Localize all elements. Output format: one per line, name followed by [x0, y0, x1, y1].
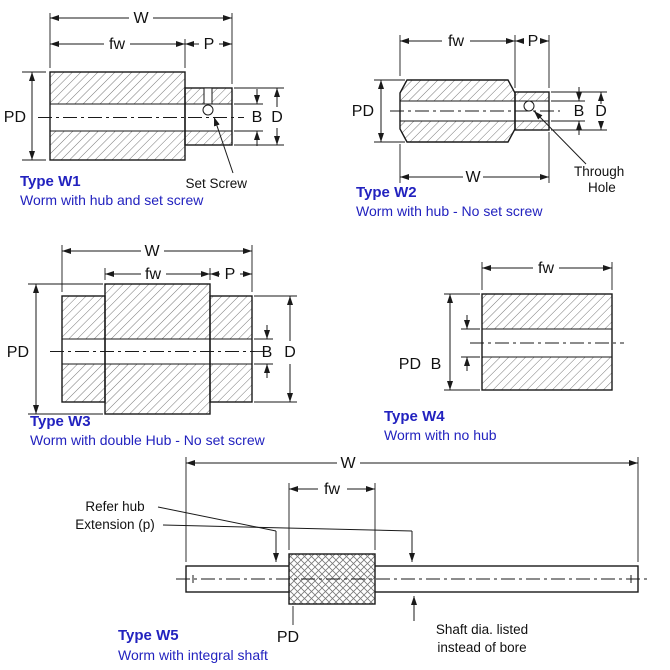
w3-label-w: W [144, 243, 160, 260]
figure-w5: W fw Refer hub Extension (p) PD Shaft di… [75, 455, 648, 663]
w5-center-marks [192, 575, 632, 583]
w2-label-pd: PD [352, 103, 374, 120]
w2-through-hole-label-1: Through [574, 164, 624, 179]
w1-dimension-lines [29, 15, 280, 160]
w3-label-b: B [262, 344, 273, 361]
w5-label-fw: fw [324, 481, 340, 498]
w2-through-hole-label-2: Hole [588, 180, 616, 195]
w2-through-hole [523, 100, 535, 112]
w1-label-p: P [204, 36, 215, 53]
w5-refer-leader-right [162, 524, 413, 532]
w2-through-hole-leader [533, 110, 587, 165]
w3-bore-edges [62, 338, 252, 365]
w4-label-b: B [431, 356, 442, 373]
w4-bore-edges [482, 328, 612, 358]
w2-bore-edges [400, 100, 549, 122]
w5-shaft-dia-label-1: Shaft dia. listed [436, 622, 528, 637]
w5-subtitle: Worm with integral shaft [118, 647, 268, 663]
w5-refer-hub-label-1: Refer hub [85, 499, 144, 514]
w3-label-fw: fw [145, 266, 161, 283]
w2-label-p: P [528, 33, 539, 50]
w1-label-d: D [271, 109, 283, 126]
w3-label-p: P [225, 266, 236, 283]
w3-right-hub-outline [209, 295, 253, 403]
w1-set-screw-ball [202, 104, 214, 116]
w5-extension-lines [185, 457, 639, 625]
w1-set-screw-leader [213, 116, 234, 174]
w4-label-pd: PD [399, 356, 421, 373]
w5-refer-hub-label-2: Extension (p) [75, 517, 155, 532]
w2-label-b: B [574, 103, 585, 120]
w5-dimension-lines [186, 460, 638, 492]
w2-label-fw: fw [448, 33, 464, 50]
w1-title: Type W1 [20, 173, 81, 190]
w3-subtitle: Worm with double Hub - No set screw [30, 432, 266, 448]
w2-title: Type W2 [356, 184, 417, 201]
w1-bore-edges [50, 103, 232, 132]
w4-title: Type W4 [384, 408, 445, 425]
w4-extension-lines [444, 262, 613, 391]
w1-subtitle: Worm with hub and set screw [20, 192, 204, 208]
w4-subtitle: Worm with no hub [384, 427, 497, 443]
w2-dimension-lines [378, 38, 604, 180]
w3-dimension-lines [33, 248, 293, 414]
w4-dimension-lines [447, 265, 612, 390]
w1-set-screw-label: Set Screw [185, 176, 247, 191]
w5-label-w: W [340, 455, 356, 472]
w5-label-pd: PD [277, 629, 299, 646]
w5-title: Type W5 [118, 627, 179, 644]
w1-label-fw: fw [109, 36, 125, 53]
w3-label-pd: PD [7, 344, 29, 361]
w1-label-w: W [133, 10, 149, 27]
w4-label-fw: fw [538, 260, 554, 277]
w2-label-d: D [595, 103, 607, 120]
w3-left-hub-outline [61, 295, 106, 403]
w1-set-screw-slot [203, 87, 213, 105]
w2-subtitle: Worm with hub - No set screw [356, 203, 543, 219]
w4-worm-outline [481, 293, 613, 391]
figure-w2: fw P PD B D W Through Hole Type W2 Worm … [352, 33, 625, 219]
w1-label-b: B [252, 109, 263, 126]
w1-label-pd: PD [4, 109, 26, 126]
w3-label-d: D [284, 344, 296, 361]
w5-shaft-dia-label-2: instead of bore [437, 640, 526, 655]
w2-label-w: W [465, 169, 481, 186]
figure-w4: fw PD B Type W4 Worm with no hub [384, 260, 624, 443]
figure-w3: W fw P PD B D Type W3 Worm with double H… [7, 243, 297, 448]
w3-title: Type W3 [30, 413, 91, 430]
figure-w1: W fw P PD B D Set Screw Type W1 Worm wit… [4, 10, 284, 208]
